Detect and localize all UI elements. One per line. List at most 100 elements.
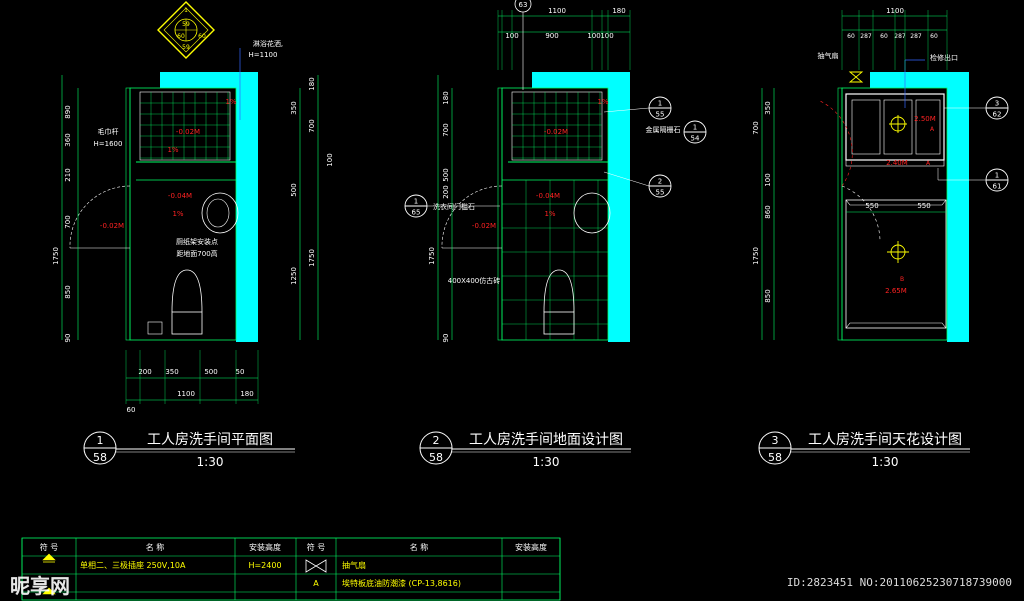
level-mark: -0.04M [536,192,560,200]
slope-mark: 1% [225,98,236,106]
dim-bottom: 50 [236,368,245,376]
dim-right: 1750 [308,249,316,267]
dim-left: 850 [764,289,772,302]
wall-right-cyan [236,72,258,342]
legend-header: 安装高度 [515,542,547,552]
dim-sub: 60 [880,33,888,40]
wall-top-cyan [532,72,630,88]
watermark-logo: 昵享网 [10,574,70,598]
socket-icon [42,553,56,561]
door-swing [69,185,131,249]
dim-bottom: 350 [165,368,178,376]
legend-cell: H=2400 [248,561,281,570]
callout-sheet: 65 [412,209,421,217]
legend-cell: 埃特板底油防潮漆 (CP-13,8616) [342,578,461,588]
plan-title: 工人房洗手间天花设计图 [808,432,962,448]
material-mark: A [926,160,931,167]
dim-sub: 60 [930,33,938,40]
legend-header: 名 称 [410,542,429,552]
callout-sheet: 55 [656,111,665,119]
compass-east: 60 [198,33,206,40]
dim-right: 500 [290,183,298,196]
dim-sub: 900 [545,32,558,40]
dim-left: 180 [442,91,450,104]
note-threshold: 洗衣间门槛石 [433,202,475,211]
compass-center: 1 [184,7,188,14]
plan-scale: 1:30 [872,455,899,469]
dim-sub: 100 [587,32,600,40]
floor-plan: -0.02M-0.04M-0.02M1%1%1%毛巾杆H=1600淋浴花洒,H=… [52,39,334,414]
dim-left: 1750 [52,247,60,265]
dim-right: 100 [326,153,334,166]
dim-sub: 60 [847,33,855,40]
callout-number: 3 [995,100,999,108]
basin [573,192,611,234]
legend-cell: 抽气扇 [342,560,366,570]
dim-left: 90 [442,334,450,343]
plan-scale: 1:30 [533,455,560,469]
dim-left: 210 [64,168,72,181]
legend-cell: A [313,579,319,588]
dim-right: 700 [308,119,316,132]
material-mark: A [930,126,935,133]
dim-sub: 287 [860,33,872,40]
callout-number: 1 [693,124,697,132]
callout-sheet: 55 [656,189,665,197]
wall-top-cyan [870,72,969,88]
shower-area [139,91,231,161]
title-number: 2 [433,434,440,447]
toilet-tank [171,311,203,335]
access-panel-inner [851,99,881,155]
level-mark: -0.02M [100,222,124,230]
level-mark: -0.02M [544,128,568,136]
dim-bottom: 500 [204,368,217,376]
dim-total: 1100 [177,390,195,398]
dim-left: 1750 [752,247,760,265]
toilet-bowl [543,269,575,313]
dim-left: 700 [64,215,72,228]
dim-bottom: 200 [138,368,151,376]
image-id: ID:2823451 NO:20110625230718739000 [786,576,1012,589]
note-fan: 抽气扇 [818,51,839,60]
title-sheet: 58 [93,451,107,464]
shower-area [511,91,603,161]
note-paper-holder: 厕纸架安装点 [176,237,218,246]
legend-header: 符 号 [307,542,326,552]
title-sheet: 58 [429,451,443,464]
legend-header: 安装高度 [249,542,281,552]
dim-left: 500 [442,168,450,181]
callout-number: 1 [658,100,662,108]
dim-left: 700 [752,121,760,134]
door-swing [841,185,881,241]
slope-mark: 1% [172,210,183,218]
wall-right-cyan [608,72,630,342]
callout-sheet: 62 [993,111,1002,119]
dim-left: 100 [764,173,772,186]
wall-top-cyan [160,72,258,88]
level-mark: -0.04M [168,192,192,200]
dim-left: 850 [64,285,72,298]
basin-bowl [206,198,230,228]
note-tile: 400X400仿古砖 [448,276,501,285]
dim-left: 360 [64,133,72,146]
plan-title: 工人房洗手间平面图 [147,432,273,448]
fan-icon [305,559,327,573]
symbol-icon [42,587,56,595]
access-panel-inner [915,99,941,155]
dim-bottom: 60 [127,406,136,414]
dim-left: 890 [64,105,72,118]
dim-right: 350 [290,101,298,114]
floor-drain [147,321,163,335]
plan-title: 工人房洗手间地面设计图 [469,432,623,448]
grid-label: 63 [519,1,528,9]
door-swing [441,185,503,249]
dim-left: 860 [764,205,772,218]
note-towel-rail: 毛巾杆 [98,127,119,136]
dim-bottom: 180 [240,390,253,398]
dim-top: 180 [612,7,625,15]
dim-sub: 287 [910,33,922,40]
leader-line [603,171,650,187]
level-mark: 2.50M [914,115,936,123]
callout-sheet: 61 [993,183,1002,191]
